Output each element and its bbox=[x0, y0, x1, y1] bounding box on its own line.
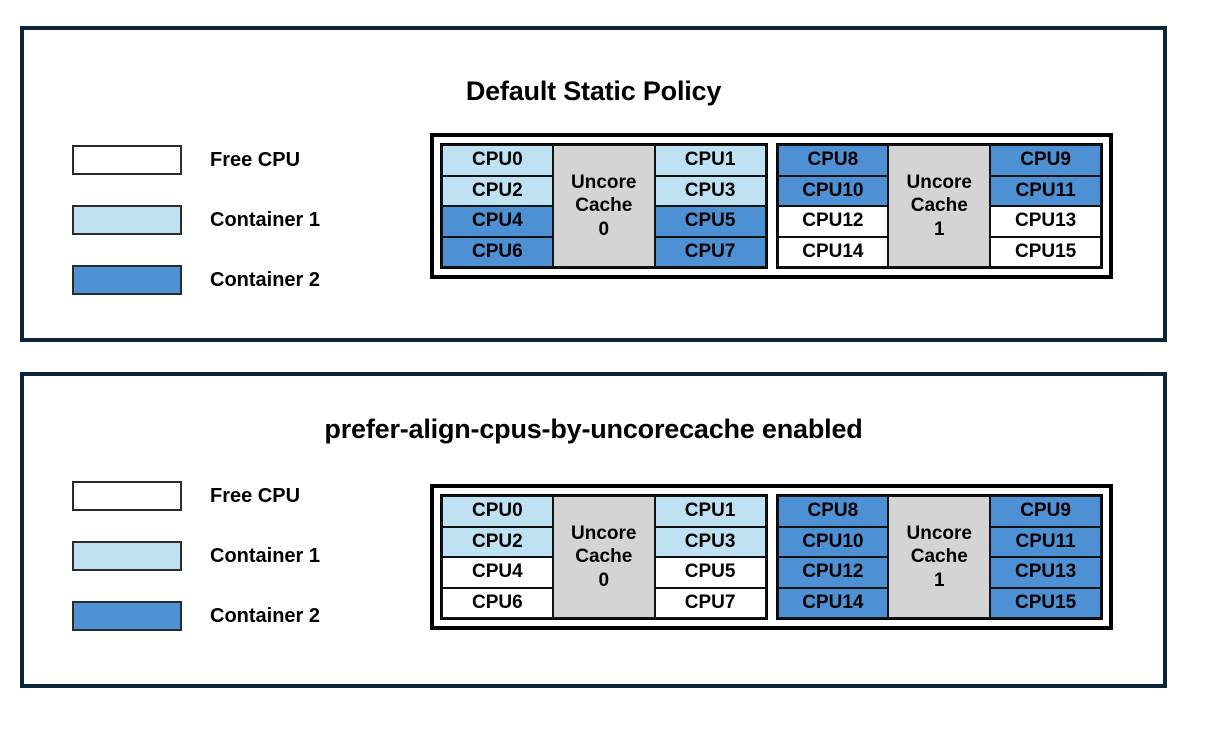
cpu-cell: CPU1 bbox=[653, 144, 767, 177]
cpu-cell: CPU11 bbox=[989, 525, 1102, 558]
cpu-cell: CPU5 bbox=[653, 205, 767, 238]
legend-item-container1: Container 1 bbox=[72, 190, 320, 250]
panel-prefer-align-cpus-by-uncorecache: prefer-align-cpus-by-uncorecache enabled… bbox=[20, 372, 1167, 688]
legend-item-free: Free CPU bbox=[72, 466, 320, 526]
cpu-cell: CPU15 bbox=[989, 586, 1102, 619]
cpu-cell: CPU8 bbox=[776, 495, 890, 528]
legend-item-container2: Container 2 bbox=[72, 250, 320, 310]
cpu-cell: CPU11 bbox=[989, 174, 1102, 207]
legend-item-container1: Container 1 bbox=[72, 526, 320, 586]
legend-item-container2: Container 2 bbox=[72, 586, 320, 646]
legend: Free CPU Container 1 Container 2 bbox=[72, 130, 320, 310]
uncore-cache-line2: Cache bbox=[575, 195, 633, 217]
uncore-cache-index: 1 bbox=[933, 569, 945, 591]
cpu-cell: CPU12 bbox=[776, 556, 890, 589]
cpu-cell: CPU8 bbox=[776, 144, 890, 177]
cpu-cell: CPU3 bbox=[653, 525, 767, 558]
uncore-cache-line2: Cache bbox=[910, 195, 968, 217]
uncore-cache-line1: Uncore bbox=[906, 523, 972, 545]
cpu-cell: CPU9 bbox=[989, 144, 1102, 177]
legend-swatch-free bbox=[72, 481, 182, 511]
cpu-cell: CPU3 bbox=[653, 174, 767, 207]
cpu-cell: CPU4 bbox=[441, 205, 554, 238]
cpu-cell: CPU2 bbox=[441, 174, 554, 207]
cpu-cell: CPU10 bbox=[776, 174, 890, 207]
cpu-cell: CPU6 bbox=[441, 586, 554, 619]
legend-label: Container 1 bbox=[210, 544, 321, 567]
legend-swatch-free bbox=[72, 145, 182, 175]
cpu-cell: CPU14 bbox=[776, 235, 890, 268]
legend-label: Container 2 bbox=[210, 604, 321, 627]
cpu-cell: CPU1 bbox=[653, 495, 767, 528]
legend-swatch-container1 bbox=[72, 541, 182, 571]
cpu-cell: CPU13 bbox=[989, 556, 1102, 589]
uncore-cache-line1: Uncore bbox=[571, 523, 637, 545]
cpu-cell: CPU0 bbox=[441, 144, 554, 177]
legend-swatch-container2 bbox=[72, 265, 182, 295]
uncore-cache-line1: Uncore bbox=[571, 172, 637, 194]
uncore-cache-line2: Cache bbox=[910, 546, 968, 568]
legend-swatch-container2 bbox=[72, 601, 182, 631]
legend-label: Container 1 bbox=[210, 208, 321, 231]
cpu-cell: CPU12 bbox=[776, 205, 890, 238]
cpu-cell: CPU2 bbox=[441, 525, 554, 558]
cpu-cell: CPU5 bbox=[653, 556, 767, 589]
panel-title: prefer-align-cpus-by-uncorecache enabled bbox=[324, 414, 863, 444]
cpu-cell: CPU15 bbox=[989, 235, 1102, 268]
cpu-cell: CPU6 bbox=[441, 235, 554, 268]
cpu-cell: CPU0 bbox=[441, 495, 554, 528]
cpu-cell: CPU13 bbox=[989, 205, 1102, 238]
legend-label: Free CPU bbox=[210, 148, 301, 171]
uncore-cache-index: 0 bbox=[598, 218, 610, 240]
legend: Free CPU Container 1 Container 2 bbox=[72, 466, 320, 646]
panel-default-static-policy: Default Static Policy Free CPU Container … bbox=[20, 26, 1167, 342]
uncore-cache-index: 1 bbox=[933, 218, 945, 240]
uncore-cache-line2: Cache bbox=[575, 546, 633, 568]
uncore-cache-index: 0 bbox=[598, 569, 610, 591]
legend-label: Container 2 bbox=[210, 268, 321, 291]
legend-swatch-container1 bbox=[72, 205, 182, 235]
cpu-cell: CPU14 bbox=[776, 586, 890, 619]
cpu-cell: CPU10 bbox=[776, 525, 890, 558]
uncore-cache-line1: Uncore bbox=[906, 172, 972, 194]
cpu-cell: CPU4 bbox=[441, 556, 554, 589]
legend-item-free: Free CPU bbox=[72, 130, 320, 190]
legend-label: Free CPU bbox=[210, 484, 301, 507]
cpu-cell: CPU9 bbox=[989, 495, 1102, 528]
panel-title: Default Static Policy bbox=[465, 76, 722, 106]
cpu-cell: CPU7 bbox=[653, 586, 767, 619]
cpu-cell: CPU7 bbox=[653, 235, 767, 268]
